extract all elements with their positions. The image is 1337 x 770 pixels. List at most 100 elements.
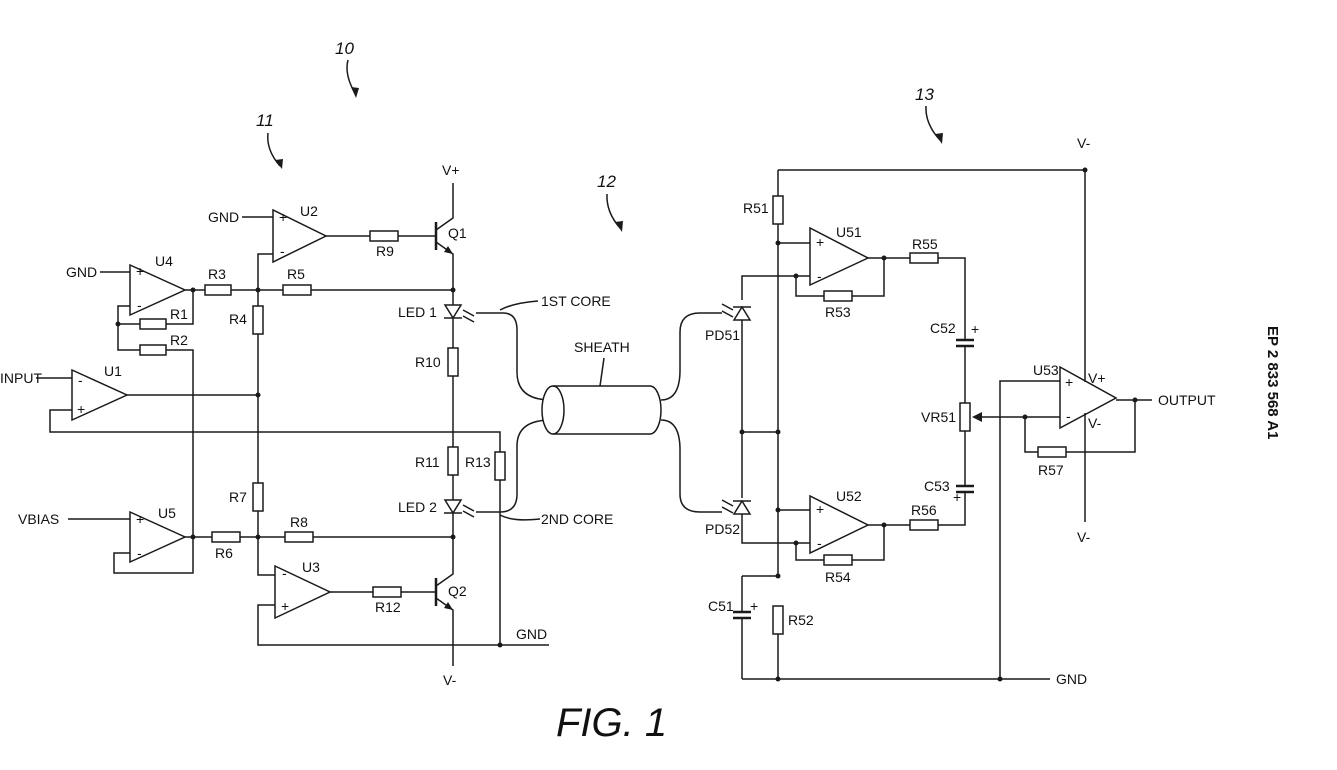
q2-label: Q2	[448, 583, 467, 599]
cable-end-left	[541, 385, 565, 435]
resistor-r7	[252, 482, 264, 512]
fiber-cable	[476, 300, 722, 521]
resistor-r57	[1037, 446, 1067, 458]
r5-label: R5	[287, 266, 305, 282]
u5-label: U5	[158, 505, 176, 521]
u52-label: U52	[836, 488, 862, 504]
r55-label: R55	[912, 236, 938, 252]
u4-label: U4	[155, 253, 173, 269]
transmitter-section: + - U4 GND R1 R2 R3 R5 + - U2 GND R9	[0, 162, 549, 688]
r54-label: R54	[825, 569, 851, 585]
sheath-label: SHEATH	[574, 339, 630, 355]
resistor-r5	[282, 284, 312, 296]
resistor-r55	[909, 252, 939, 264]
led-2	[443, 499, 475, 518]
resistor-r13	[494, 451, 506, 481]
r9-label: R9	[376, 243, 394, 259]
r51-label: R51	[743, 200, 769, 216]
u1-label: U1	[104, 363, 122, 379]
resistor-r2	[139, 344, 167, 356]
r13-label: R13	[465, 454, 491, 470]
u3-label: U3	[302, 559, 320, 575]
c52-label: C52	[930, 320, 956, 336]
opamp-u52	[809, 494, 870, 555]
resistor-r6	[211, 531, 241, 543]
svg-text:+: +	[971, 321, 979, 337]
vbias-label: VBIAS	[18, 511, 59, 527]
svg-text:-: -	[280, 243, 285, 259]
led-1	[443, 304, 475, 323]
capacitor-c51	[733, 610, 751, 620]
transistor-q1	[434, 183, 454, 290]
publication-number: EP 2 833 568 A1	[1264, 326, 1281, 439]
receiver-section: R51 + - U51 R53 R55 PD51 PD52	[705, 135, 1216, 687]
opamp-u51	[809, 226, 870, 287]
pd51-label: PD51	[705, 327, 740, 343]
resistor-r12	[372, 586, 402, 598]
pd52-label: PD52	[705, 521, 740, 537]
u2-label: U2	[300, 203, 318, 219]
resistor-r53	[823, 290, 853, 302]
vminus-rx-bottom-label: V-	[1077, 529, 1091, 545]
ref-numeral-12: 12	[597, 172, 616, 191]
svg-text:+: +	[816, 501, 824, 517]
gnd-u2-label: GND	[208, 209, 239, 225]
r57-label: R57	[1038, 462, 1064, 478]
r2-label: R2	[170, 332, 188, 348]
ref-numeral-11: 11	[256, 111, 274, 130]
gnd-u4-label: GND	[66, 264, 97, 280]
led2-label: LED 2	[398, 499, 437, 515]
svg-text:+: +	[1065, 374, 1073, 390]
resistor-r10	[447, 347, 459, 377]
r11-label: R11	[415, 454, 440, 470]
potentiometer-vr51	[959, 402, 971, 432]
u53-vplus-label: V+	[1088, 370, 1106, 386]
capacitor-c52	[956, 338, 974, 348]
resistor-r52	[772, 605, 784, 635]
svg-text:-: -	[78, 372, 83, 388]
ref-numeral-10: 10	[335, 39, 354, 58]
u51-label: U51	[836, 224, 862, 240]
resistor-r54	[823, 554, 853, 566]
resistor-r11	[447, 446, 459, 476]
r10-label: R10	[415, 354, 441, 370]
resistor-r4	[252, 305, 264, 335]
svg-text:+: +	[953, 489, 961, 505]
svg-text:+: +	[136, 263, 144, 279]
opamp-u1	[71, 368, 129, 422]
svg-text:-: -	[1066, 408, 1071, 424]
svg-text:-: -	[137, 545, 142, 561]
resistor-r51	[772, 195, 784, 225]
svg-text:-: -	[817, 535, 822, 551]
r4-label: R4	[229, 311, 247, 327]
gnd-tx-label: GND	[516, 626, 547, 642]
svg-text:+: +	[77, 401, 85, 417]
c53-label: C53	[924, 478, 950, 494]
r6-label: R6	[215, 545, 233, 561]
photodiode-pd51	[721, 303, 752, 321]
svg-text:-: -	[817, 268, 822, 284]
u53-vminus-label: V-	[1088, 415, 1102, 431]
gnd-rx-label: GND	[1056, 671, 1087, 687]
resistor-r56	[909, 519, 939, 531]
resistor-r8	[284, 531, 314, 543]
svg-text:+: +	[816, 234, 824, 250]
r53-label: R53	[825, 304, 851, 320]
junction-dots	[115, 167, 1138, 682]
opamp-u53	[1059, 365, 1118, 430]
capacitor-c53	[956, 484, 974, 494]
svg-text:+: +	[136, 511, 144, 527]
vplus-tx-label: V+	[442, 162, 460, 178]
r8-label: R8	[290, 514, 308, 530]
svg-text:+: +	[279, 209, 287, 225]
core1-label: 1ST CORE	[541, 293, 611, 309]
r7-label: R7	[229, 489, 247, 505]
svg-text:-: -	[137, 297, 142, 313]
q1-label: Q1	[448, 225, 467, 241]
vminus-tx-label: V-	[443, 672, 457, 688]
svg-text:+: +	[750, 598, 758, 614]
figure-label: FIG. 1	[556, 701, 667, 745]
photodiode-pd52	[721, 499, 752, 515]
r1-label: R1	[170, 306, 188, 322]
input-label: INPUT	[0, 370, 42, 386]
